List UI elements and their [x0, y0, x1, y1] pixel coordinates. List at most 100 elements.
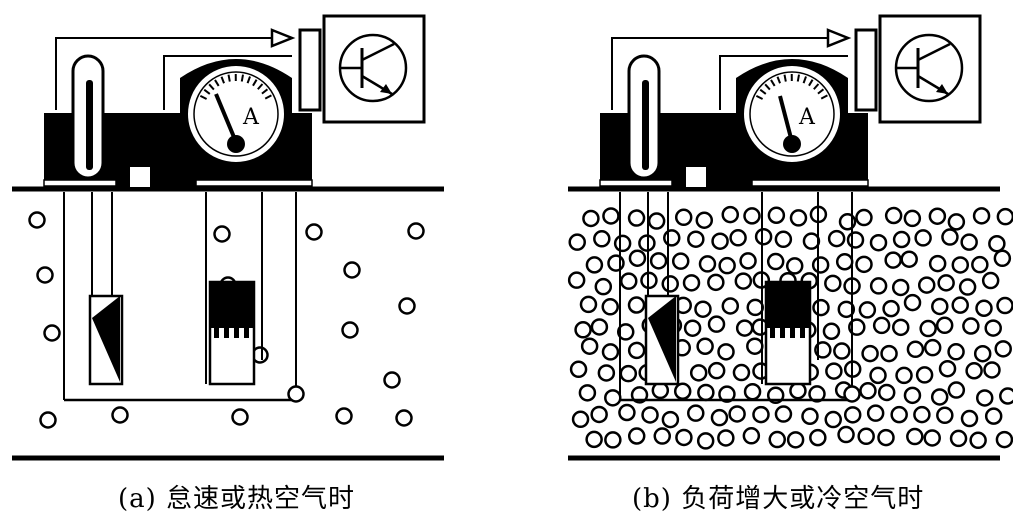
air-particle	[616, 323, 635, 341]
air-particle	[900, 250, 918, 268]
plate-strip-left	[599, 179, 673, 187]
ammeter-label: A	[798, 105, 816, 130]
air-particle	[574, 321, 592, 339]
air-particle	[641, 406, 659, 424]
air-particle	[884, 206, 903, 225]
air-particle	[647, 212, 666, 230]
ammeter-needle	[214, 93, 238, 143]
air-particle	[774, 405, 793, 423]
sensing-element-tooth	[224, 328, 229, 338]
air-particle	[949, 429, 968, 448]
air-particle	[710, 408, 729, 427]
dial-tick	[246, 76, 251, 84]
housing-window	[130, 167, 150, 187]
dial-tick	[808, 79, 814, 87]
air-particle	[398, 297, 416, 315]
air-particle	[673, 382, 692, 401]
dial-tick	[208, 83, 215, 91]
air-particle	[827, 229, 846, 248]
sensing-element-tooth	[234, 328, 239, 338]
dial-tick	[796, 74, 800, 82]
transistor-emitter-arrow	[380, 84, 392, 94]
air-particle	[965, 362, 983, 380]
air-particle	[604, 431, 622, 449]
air-particle	[869, 366, 887, 385]
air-particle	[707, 273, 725, 292]
air-particle	[855, 255, 873, 274]
air-particle	[994, 340, 1012, 358]
signal-wire	[55, 37, 272, 110]
connector-block	[298, 28, 322, 112]
signal-wire	[611, 37, 828, 110]
air-particle	[809, 428, 827, 447]
air-particle	[711, 232, 729, 250]
dial-tick	[264, 94, 272, 100]
air-particle	[923, 338, 942, 357]
air-particle	[601, 343, 620, 361]
sensing-element-top	[766, 282, 810, 328]
ammeter-dial	[749, 71, 835, 157]
air-particle	[884, 251, 902, 269]
dial-tick	[214, 79, 220, 87]
air-particle	[687, 230, 705, 248]
air-particle	[789, 381, 807, 400]
air-particle	[971, 255, 989, 274]
air-particle	[567, 271, 586, 289]
air-particle	[947, 343, 965, 361]
sensing-element-top	[210, 282, 254, 328]
air-particle	[801, 407, 819, 426]
air-particle	[981, 271, 1000, 290]
dial-tick	[783, 74, 787, 82]
air-particle	[682, 274, 701, 292]
dial-tick	[770, 79, 776, 87]
air-particle	[835, 253, 854, 271]
air-particle	[721, 297, 740, 315]
air-particle	[846, 231, 865, 249]
air-particle	[111, 406, 129, 424]
air-particle	[892, 230, 911, 249]
air-particle	[941, 228, 959, 246]
air-particle	[571, 410, 590, 429]
air-particle	[395, 409, 413, 427]
air-particle	[590, 318, 609, 336]
ammeter-label: A	[242, 105, 260, 130]
air-particle	[975, 299, 993, 318]
plate-strip-right	[751, 179, 869, 187]
air-particle	[601, 298, 619, 316]
air-particle	[996, 207, 1013, 226]
air-particle	[919, 319, 937, 338]
air-particle	[578, 384, 597, 402]
air-particle	[696, 337, 714, 356]
air-particle	[880, 344, 898, 363]
dial-tick	[813, 83, 820, 90]
ammeter-dial	[193, 71, 279, 157]
probe-tip	[287, 385, 305, 403]
sensing-element-tooth	[790, 328, 795, 338]
air-particle	[837, 300, 856, 319]
air-particle	[947, 213, 966, 231]
sensing-element-tooth	[214, 328, 219, 338]
dial-tick	[759, 88, 767, 95]
air-particle	[808, 385, 826, 403]
air-particle	[857, 427, 875, 446]
air-particle	[568, 233, 586, 251]
signal-arrow-icon	[826, 28, 852, 48]
air-particle	[689, 364, 708, 382]
air-particle	[928, 207, 947, 225]
signal-wire-2	[719, 55, 848, 110]
air-particle	[739, 252, 757, 270]
air-particle	[213, 225, 231, 243]
air-particle	[653, 427, 672, 445]
air-particle	[585, 256, 604, 274]
air-particle	[743, 207, 761, 225]
air-particle	[767, 206, 786, 225]
air-particle	[597, 364, 616, 382]
air-particle	[906, 340, 925, 359]
plate-strip-right	[195, 179, 313, 187]
sensing-element-tooth	[770, 328, 775, 338]
dial-tick	[203, 88, 211, 95]
ammeter-icon	[184, 62, 288, 166]
air-particle	[697, 383, 715, 402]
air-particle	[983, 361, 1001, 379]
air-particle	[671, 252, 690, 270]
